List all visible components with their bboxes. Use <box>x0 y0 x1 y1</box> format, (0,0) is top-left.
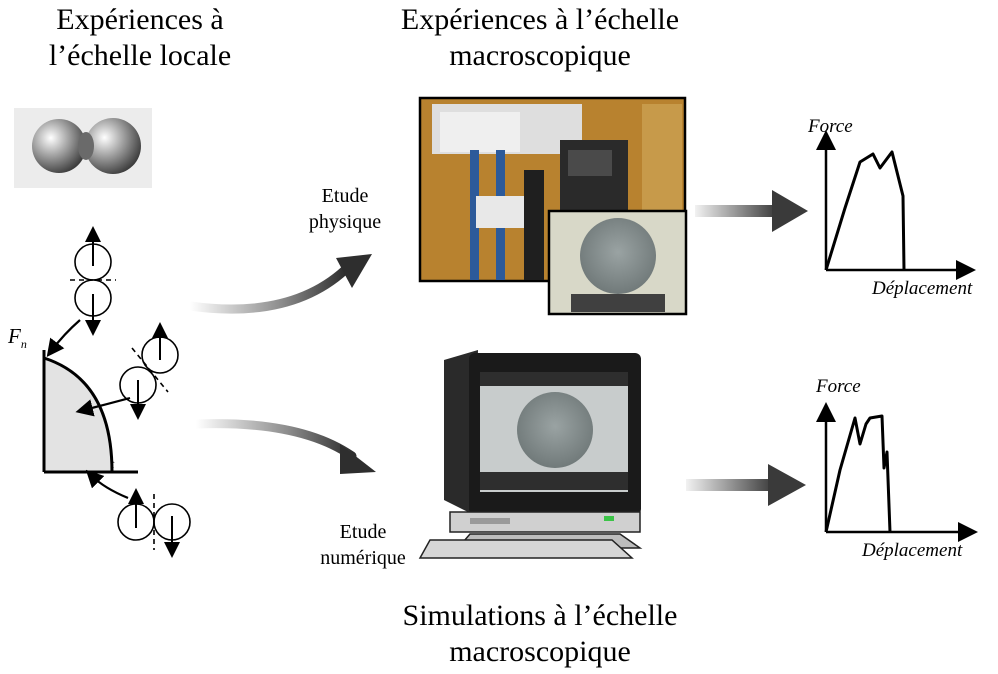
sphere-pair-oblique <box>119 322 179 420</box>
graph-bottom-curve <box>824 414 892 533</box>
fn-label: Fn <box>8 324 27 352</box>
heading-local-line1: Expériences à <box>56 3 224 36</box>
graph-bottom <box>816 402 978 542</box>
label-physical-line1: Etude <box>321 185 369 207</box>
arrow-to-graph-top <box>695 190 808 232</box>
graph-bottom-ylabel: Force <box>816 376 861 397</box>
contact-law-plot <box>42 350 138 474</box>
heading-macro-sim-line2: macroscopique <box>449 635 631 668</box>
heading-macro-exp-line1: Expériences à l’échelle <box>400 3 680 36</box>
graph-top-curve <box>824 150 906 271</box>
specimen-inset-photo <box>547 209 688 316</box>
sphere-pair-normal <box>70 226 116 336</box>
graph-top-xlabel: Déplacement <box>872 278 973 299</box>
pointer-arrows <box>46 319 131 500</box>
flow-arrow-physical <box>185 254 372 314</box>
graph-bottom-xlabel: Déplacement <box>862 540 963 561</box>
computer-monitor <box>418 350 643 559</box>
droplet-photo <box>14 108 152 188</box>
graph-top <box>816 130 976 280</box>
sphere-pair-tangential <box>117 488 191 558</box>
label-physical-line2: physique <box>308 211 382 233</box>
heading-macro-exp-line2: macroscopique <box>449 39 631 72</box>
heading-local-line2: l’échelle locale <box>48 39 232 72</box>
label-numerical-line2: numérique <box>320 547 406 569</box>
label-numerical-line1: Etude <box>339 521 387 543</box>
heading-macro-sim-line1: Simulations à l’échelle <box>402 599 678 632</box>
arrow-to-graph-bottom <box>686 464 806 506</box>
flow-arrow-numerical <box>191 419 376 474</box>
